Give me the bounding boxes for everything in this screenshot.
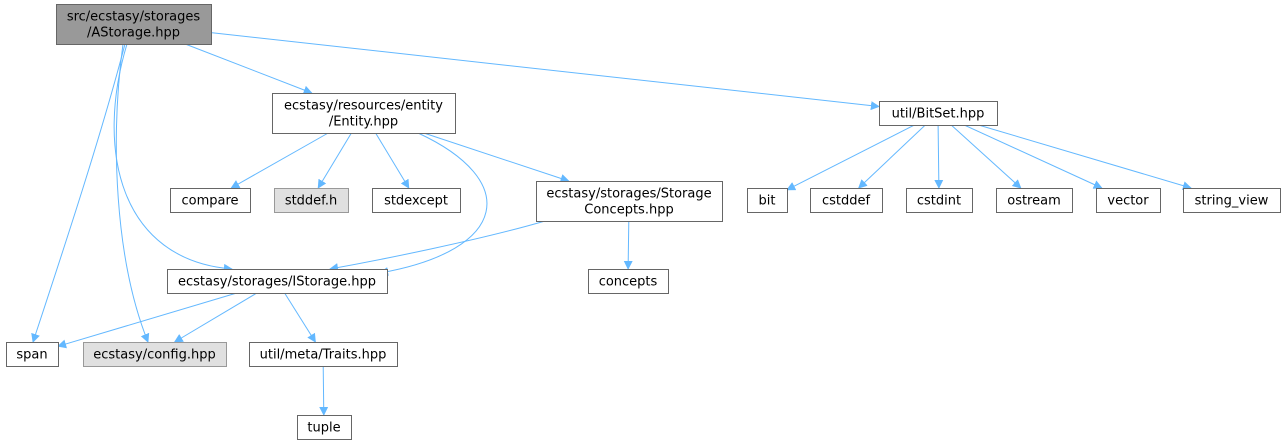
node-label: compare [181,194,238,209]
edge-istorage-to-config [173,292,258,343]
node-box [297,415,352,440]
edge-storageconcepts-to-istorage [329,220,546,272]
node-box [249,342,398,367]
edge-entity-to-storageconcepts [423,132,570,183]
node-label: tuple [307,421,340,436]
node-label: cstddef [822,194,871,209]
node-label: /Entity.hpp [329,115,398,130]
node-ostream[interactable]: ostream [996,188,1073,213]
node-label: bit [759,194,776,209]
node-label: src/ecstasy/storages [67,10,201,25]
node-box [83,342,227,367]
node-cstdint[interactable]: cstdint [906,188,973,213]
node-label: span [16,348,47,363]
edge-bitset-to-cstddef [858,124,926,189]
node-tuple[interactable]: tuple [297,415,352,440]
node-label: ecstasy/config.hpp [93,348,215,363]
node-label: vector [1107,194,1149,209]
edge-bitset-to-ostream [950,124,1022,189]
node-vector[interactable]: vector [1096,188,1161,213]
node-concepts[interactable]: concepts [588,269,669,294]
node-box [996,188,1073,213]
node-box [272,93,456,134]
edge-istorage-to-span [57,292,237,349]
node-istorage[interactable]: ecstasy/storages/IStorage.hpp [167,269,388,294]
edge-entity-to-stddef [317,132,352,189]
node-bit[interactable]: bit [747,188,788,213]
node-box [167,269,388,294]
edge-bitset-to-vector [963,124,1103,189]
node-box [274,188,349,213]
edge-entity-to-istorage [379,132,488,277]
node-box [536,181,723,222]
node-label: stdexcept [384,194,448,209]
edge-storageconcepts-to-concepts [623,220,633,270]
node-traits[interactable]: util/meta/Traits.hpp [249,342,398,367]
edge-bitset-to-string_view [978,124,1192,191]
node-label: /AStorage.hpp [87,26,180,41]
node-box [1096,188,1161,213]
edge-astorage-to-entity [185,43,313,95]
node-box [588,269,669,294]
node-entity[interactable]: ecstasy/resources/entity/Entity.hpp [272,93,456,134]
node-label: concepts [599,275,658,290]
edge-traits-to-tuple [319,365,329,416]
node-box [1183,188,1281,213]
edges-layer [31,32,1192,416]
edge-entity-to-compare [230,132,329,189]
node-stddef[interactable]: stddef.h [274,188,349,213]
node-bitset[interactable]: util/BitSet.hpp [879,101,998,126]
edge-bitset-to-bit [786,124,915,191]
edge-astorage-to-bitset [210,32,880,111]
node-label: ostream [1007,194,1061,209]
node-box [372,188,461,213]
node-compare[interactable]: compare [170,188,251,213]
node-box [879,101,998,126]
node-config[interactable]: ecstasy/config.hpp [83,342,227,367]
node-span[interactable]: span [6,342,59,367]
node-label: stddef.h [285,194,337,209]
edge-bitset-to-cstdint [934,124,944,189]
node-stdexcept[interactable]: stdexcept [372,188,461,213]
edge-astorage-to-config [115,43,150,343]
node-label: ecstasy/storages/Storage [546,187,711,202]
node-box [906,188,973,213]
node-string_view[interactable]: string_view [1183,188,1281,213]
edge-astorage-to-istorage [113,43,233,273]
node-label: cstdint [917,194,961,209]
nodes-layer: src/ecstasy/storages/AStorage.hpp ecstasy… [6,4,1281,440]
edge-entity-to-stdexcept [375,132,410,189]
node-box [747,188,788,213]
node-label: Concepts.hpp [584,203,673,218]
node-box [810,188,883,213]
node-label: ecstasy/resources/entity [284,99,443,114]
node-box [170,188,251,213]
node-cstddef[interactable]: cstddef [810,188,883,213]
edge-istorage-to-traits [284,292,316,343]
node-label: util/BitSet.hpp [892,107,985,122]
node-label: string_view [1195,194,1269,209]
node-box [56,4,212,45]
node-label: util/meta/Traits.hpp [260,348,387,363]
edge-astorage-to-span [31,43,126,343]
node-label: ecstasy/storages/IStorage.hpp [178,275,376,290]
node-astorage[interactable]: src/ecstasy/storages/AStorage.hpp [56,4,212,45]
node-box [6,342,59,367]
